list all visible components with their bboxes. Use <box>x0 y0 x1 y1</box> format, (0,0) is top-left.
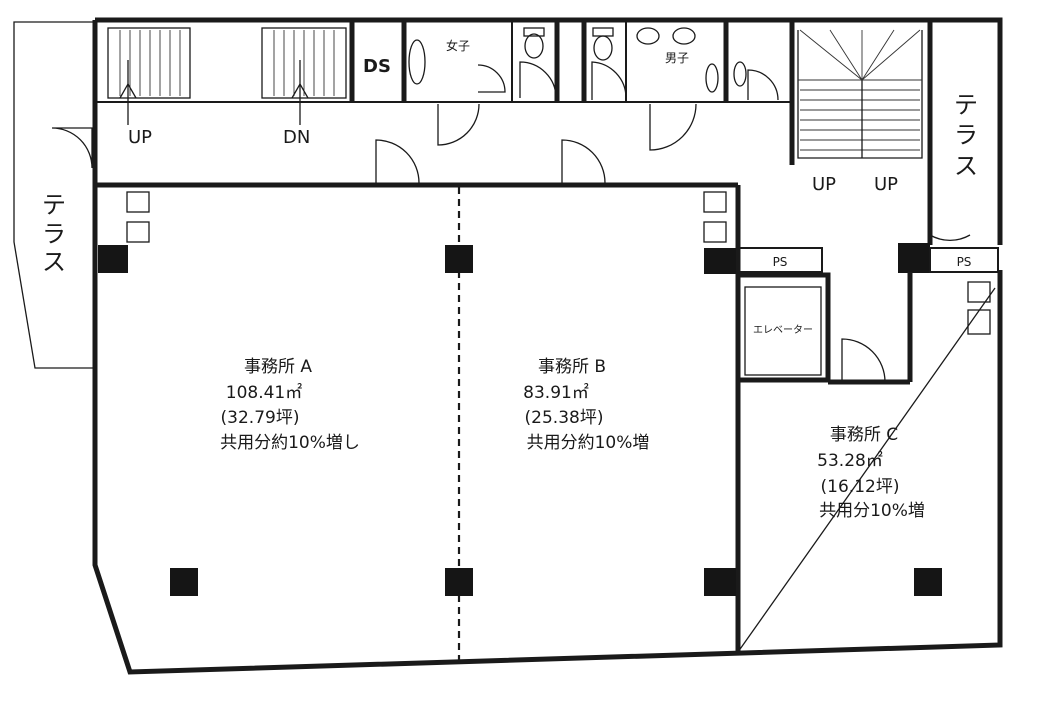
outer-walls <box>92 17 1003 675</box>
terrace-right-char-2: ラ <box>954 121 978 149</box>
ds-label: DS <box>363 56 391 77</box>
ps-shaft <box>929 247 999 273</box>
column <box>704 568 736 596</box>
urinal-icon <box>705 63 719 93</box>
office-b-area: 83.91㎡ <box>523 383 589 403</box>
kitchenette-icon <box>126 191 150 213</box>
office-c-tsubo: (16.12坪) <box>821 477 900 497</box>
mens-restroom: 男子 <box>591 27 779 101</box>
kitchenette-icon <box>703 191 727 213</box>
stair-down-label: DN <box>283 127 310 148</box>
office-c-area: 53.28㎡ <box>817 451 883 471</box>
column <box>914 568 942 596</box>
corridor-doors <box>51 103 697 184</box>
ps-label-1: PS <box>773 255 788 269</box>
office-c-shell <box>737 281 996 653</box>
office-c-labels: 事務所 C 53.28㎡ (16.12坪) 共用分10%増 <box>817 425 925 521</box>
office-a-note: 共用分約10%増し <box>220 433 360 453</box>
shafts-elevator: PS PS エレベーター <box>735 247 999 385</box>
stair-right-up-label-1: UP <box>812 174 836 195</box>
office-a-labels: 事務所 A 108.41㎡ (32.79坪) 共用分約10%増し <box>220 357 360 453</box>
structural-columns <box>98 243 942 596</box>
door-office-c <box>841 338 886 383</box>
office-a-name: 事務所 A <box>244 357 312 377</box>
column <box>170 568 198 596</box>
door-mens <box>649 103 697 151</box>
terrace-left-char-2: ラ <box>42 220 66 248</box>
mens-label: 男子 <box>665 51 689 65</box>
stair-right: UP UP <box>797 29 923 195</box>
elevator-label: エレベーター <box>753 324 813 336</box>
office-b-labels: 事務所 B 83.91㎡ (25.38坪) 共用分約10%増 <box>523 357 649 453</box>
door-office-a <box>375 139 420 184</box>
womens-restroom: 女子 <box>408 27 557 99</box>
toilet-icon <box>593 35 613 61</box>
sink-icon <box>636 27 660 45</box>
door-office-b <box>561 139 606 184</box>
service-core: UP DN DS 女子 男子 <box>95 20 933 245</box>
stair-up-label: UP <box>128 127 152 148</box>
elevator-shaft <box>735 272 831 383</box>
terrace-right-char-1: テ <box>954 91 978 119</box>
ps-shaft <box>737 247 823 273</box>
door-west <box>51 127 93 169</box>
office-b-name: 事務所 B <box>538 357 606 377</box>
office-a-tsubo: (32.79坪) <box>221 408 300 428</box>
terrace-left-char-3: ス <box>42 248 66 276</box>
column <box>445 245 473 273</box>
terrace-right: テ ラ ス <box>929 91 978 242</box>
sink-icon <box>672 27 696 45</box>
terrace-right-char-3: ス <box>954 152 978 180</box>
urinal-icon <box>733 61 747 87</box>
column <box>445 568 473 596</box>
column <box>898 243 930 273</box>
womens-label: 女子 <box>446 38 470 53</box>
office-b-tsubo: (25.38坪) <box>525 408 604 428</box>
toilet-icon <box>524 33 544 59</box>
kitchenette-icon <box>967 281 991 303</box>
office-b-note: 共用分約10%増 <box>527 433 650 453</box>
office-c-note: 共用分10%増 <box>819 501 925 521</box>
door-womens <box>437 103 480 146</box>
office-a-area: 108.41㎡ <box>226 383 302 403</box>
column <box>704 248 736 274</box>
stair-right-up-label-2: UP <box>874 174 898 195</box>
terrace-left: テ ラ ス <box>13 21 95 369</box>
column <box>98 245 128 273</box>
ps-label-2: PS <box>957 255 972 269</box>
door-terrace <box>929 192 971 242</box>
terrace-left-char-1: テ <box>42 191 66 219</box>
stair-up-left <box>107 27 191 125</box>
office-c-name: 事務所 C <box>830 425 898 445</box>
stair-down-left <box>261 27 347 125</box>
